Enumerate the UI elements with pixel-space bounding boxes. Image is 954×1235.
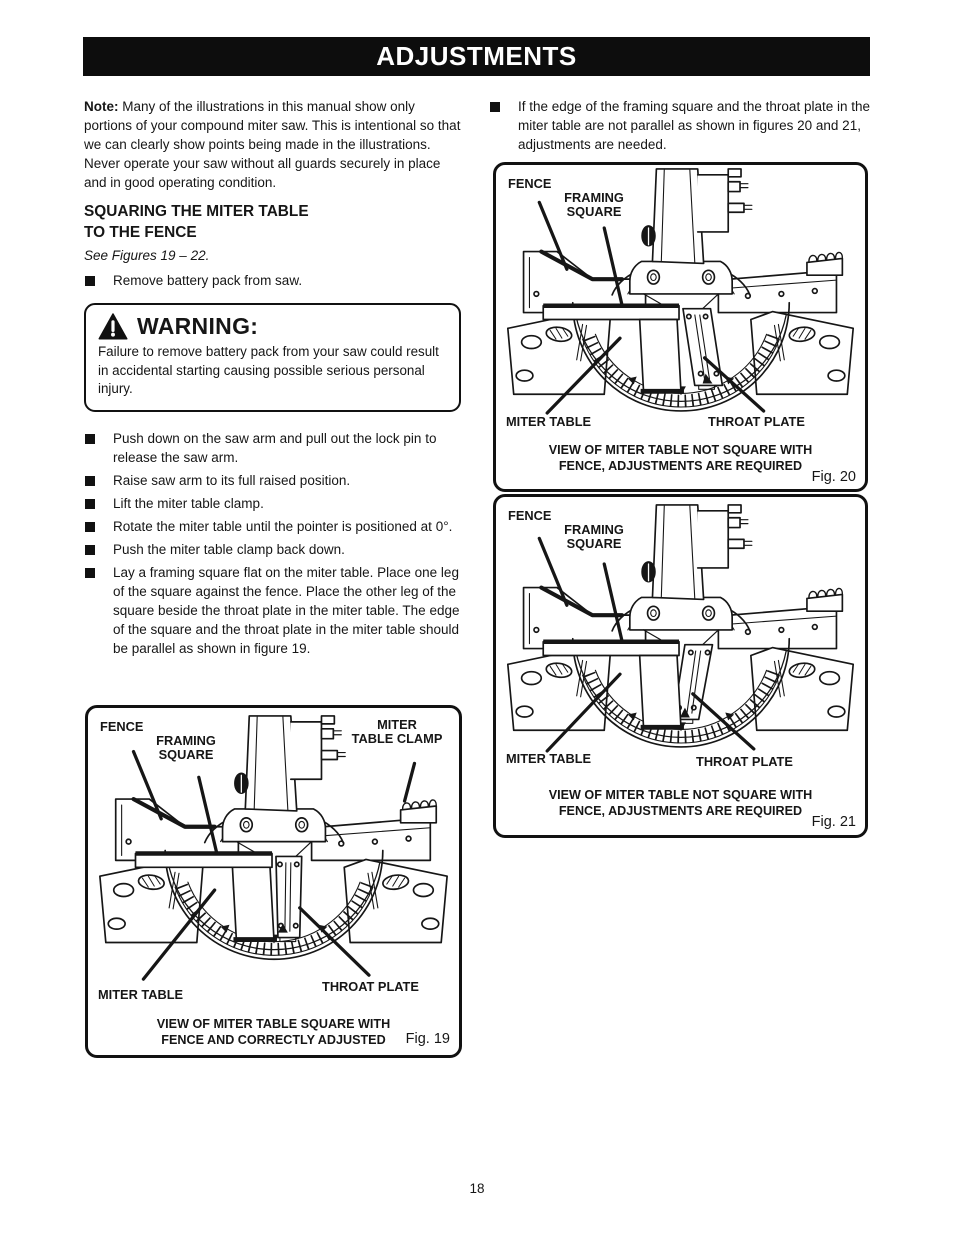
list-item: If the edge of the framing square and th… xyxy=(489,97,871,154)
figure-21-box: FENCE FRAMING SQUARE MITER TABLE THROAT … xyxy=(493,494,868,838)
figure-number: Fig. 20 xyxy=(811,469,856,485)
figure-caption: FENCE AND CORRECTLY ADJUSTED xyxy=(161,1033,386,1047)
page-title: ADJUSTMENTS xyxy=(376,41,577,71)
bullet-square-icon xyxy=(85,521,95,532)
note-paragraph: Note: Many of the illustrations in this … xyxy=(84,97,463,192)
fence-label: FENCE xyxy=(508,176,552,191)
see-figures-note: See Figures 19 – 22. xyxy=(84,248,210,263)
left-column: Note: Many of the illustrations in this … xyxy=(84,97,463,662)
framing-square-label: FRAMING SQUARE xyxy=(564,522,624,551)
figure-20-box: FENCE FRAMING SQUARE MITER TABLE THROAT … xyxy=(493,162,868,492)
warning-body: Failure to remove battery pack from your… xyxy=(98,344,439,397)
right-column: If the edge of the framing square and th… xyxy=(489,97,871,154)
miter-saw-illustration xyxy=(496,501,865,781)
bullet-square-icon xyxy=(85,475,95,486)
list-item: Remove battery pack from saw. xyxy=(84,271,463,290)
leader-lines xyxy=(537,536,756,753)
list-item: Lay a framing square flat on the miter t… xyxy=(84,563,463,658)
figure-caption: VIEW OF MITER TABLE NOT SQUARE WITH xyxy=(548,443,813,457)
list-item: Rotate the miter table until the pointer… xyxy=(84,517,463,536)
bullet-square-icon xyxy=(85,498,95,509)
throat-plate-label: THROAT PLATE xyxy=(708,414,805,429)
bullet-square-icon xyxy=(490,102,500,112)
leader-lines xyxy=(537,200,766,415)
throat-plate-label: THROAT PLATE xyxy=(696,754,793,769)
list-item: Raise saw arm to its full raised positio… xyxy=(84,471,463,490)
warning-triangle-icon xyxy=(98,313,128,340)
warning-box: WARNING: Failure to remove battery pack … xyxy=(84,303,461,412)
figure-number: Fig. 19 xyxy=(405,1031,450,1047)
figure-19-box: FENCE FRAMING SQUARE MITER TABLE CLAMP M… xyxy=(85,705,462,1058)
figure-number: Fig. 21 xyxy=(811,814,856,830)
list-item: Push down on the saw arm and pull out th… xyxy=(84,429,463,467)
header-bar: ADJUSTMENTS xyxy=(83,37,870,76)
framing-square-label: FRAMING SQUARE xyxy=(156,733,216,762)
warning-title: WARNING: xyxy=(137,313,259,339)
throat-plate-label: THROAT PLATE xyxy=(322,979,419,994)
leader-lines xyxy=(131,749,417,981)
miter-saw-illustration xyxy=(496,165,865,445)
miter-saw-illustration xyxy=(88,712,459,981)
framing-square-label: FRAMING SQUARE xyxy=(564,190,624,219)
steps-list: Push down on the saw arm and pull out th… xyxy=(84,429,463,658)
bullet-square-icon xyxy=(85,544,95,555)
figure-caption: VIEW OF MITER TABLE NOT SQUARE WITH xyxy=(548,788,813,802)
list-item: Lift the miter table clamp. xyxy=(84,494,463,513)
warning-title-row: WARNING: xyxy=(98,313,447,340)
fence-label: FENCE xyxy=(100,719,144,734)
note-text: Many of the illustrations in this manual… xyxy=(84,99,461,190)
section-heading: SQUARING THE MITER TABLE TO THE FENCE xyxy=(84,203,309,241)
figure-caption: FENCE, ADJUSTMENTS ARE REQUIRED xyxy=(558,804,803,818)
miter-table-label: MITER TABLE xyxy=(506,751,592,766)
miter-table-clamp-label: MITER TABLE CLAMP xyxy=(351,717,443,746)
bullet-square-icon xyxy=(85,433,95,444)
page-number: 18 xyxy=(469,1181,485,1196)
fence-label: FENCE xyxy=(508,508,552,523)
note-label: Note: xyxy=(84,99,119,114)
bullet-square-icon xyxy=(85,276,95,286)
figure-caption: VIEW OF MITER TABLE SQUARE WITH xyxy=(156,1017,391,1031)
figure-caption: FENCE, ADJUSTMENTS ARE REQUIRED xyxy=(558,459,803,473)
list-item: Push the miter table clamp back down. xyxy=(84,540,463,559)
miter-table-label: MITER TABLE xyxy=(506,414,592,429)
miter-table-label: MITER TABLE xyxy=(98,987,184,1002)
bullet-square-icon xyxy=(85,567,95,578)
